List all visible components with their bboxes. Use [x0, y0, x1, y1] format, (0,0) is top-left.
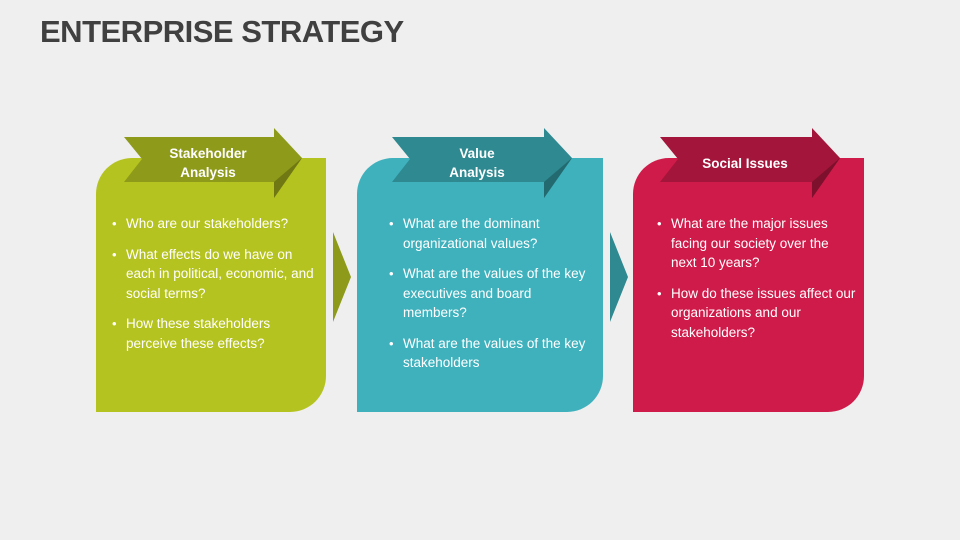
- banner-arrow-shape: [124, 128, 302, 198]
- bullet-item: What are the values of the key executive…: [389, 264, 595, 323]
- stakeholder-analysis-bullets: Who are our stakeholders? What effects d…: [96, 214, 326, 364]
- bullet-item: How these stakeholders perceive these ef…: [112, 314, 318, 353]
- social-issues-heading: Social Issues: [702, 155, 788, 171]
- arrow-right-icon: [610, 232, 628, 322]
- social-issues-banner: Social Issues: [660, 128, 840, 198]
- value-analysis-heading: Value Analysis: [449, 146, 505, 180]
- bullet-item: What are the major issues facing our soc…: [657, 214, 856, 273]
- stakeholder-analysis-card: Who are our stakeholders? What effects d…: [96, 158, 326, 412]
- stakeholder-analysis-banner: Stakeholder Analysis: [124, 128, 302, 198]
- banner-arrow-shape: [392, 128, 572, 198]
- bullet-item: How do these issues affect our organizat…: [657, 284, 856, 343]
- social-issues-bullets: What are the major issues facing our soc…: [633, 214, 864, 353]
- value-analysis-bullets: What are the dominant organizational val…: [357, 214, 603, 384]
- arrow-right-icon: [333, 232, 351, 322]
- value-analysis-banner: Value Analysis: [392, 128, 572, 198]
- bullet-item: What effects do we have on each in polit…: [112, 245, 318, 304]
- value-analysis-card: What are the dominant organizational val…: [357, 158, 603, 412]
- stakeholder-analysis-heading: Stakeholder Analysis: [169, 146, 247, 180]
- bullet-item: What are the dominant organizational val…: [389, 214, 595, 253]
- social-issues-card: What are the major issues facing our soc…: [633, 158, 864, 412]
- bullet-item: What are the values of the key stakehold…: [389, 334, 595, 373]
- bullet-item: Who are our stakeholders?: [112, 214, 318, 234]
- banner-arrow-shape: [660, 128, 840, 198]
- slide-title: ENTERPRISE STRATEGY: [40, 14, 404, 49]
